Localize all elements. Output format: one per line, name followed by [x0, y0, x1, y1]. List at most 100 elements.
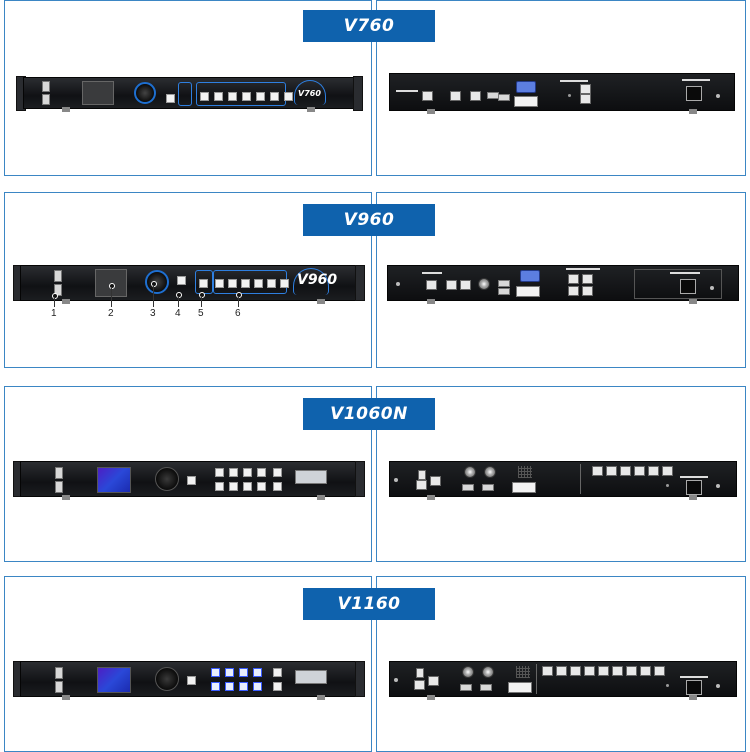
function-button[interactable] — [273, 682, 282, 691]
source-button[interactable] — [214, 92, 223, 101]
bnc-connector — [482, 666, 494, 678]
brand-arc — [293, 268, 329, 295]
hdmi-port — [460, 684, 472, 691]
source-button[interactable] — [280, 279, 289, 288]
row-v1060n: V1060N — [0, 386, 750, 564]
rear-panel-v1060n — [376, 386, 746, 562]
rotary-knob[interactable] — [155, 467, 179, 491]
function-button[interactable] — [225, 668, 234, 677]
callout-marker — [236, 292, 242, 298]
function-button[interactable] — [215, 482, 224, 491]
source-button[interactable] — [256, 92, 265, 101]
function-button[interactable] — [273, 468, 282, 477]
function-button[interactable] — [211, 682, 220, 691]
function-button[interactable] — [257, 482, 266, 491]
function-button[interactable] — [225, 682, 234, 691]
source-button[interactable] — [228, 92, 237, 101]
usb-port — [416, 668, 424, 678]
source-button[interactable] — [254, 279, 263, 288]
function-button[interactable] — [273, 482, 282, 491]
source-button[interactable] — [284, 92, 293, 101]
source-button[interactable] — [215, 279, 224, 288]
indicator-led — [568, 94, 571, 97]
indicator-led — [666, 684, 669, 687]
usb-port — [42, 94, 50, 105]
rubber-foot — [317, 695, 325, 700]
callout-marker — [151, 281, 157, 287]
output-ethernet-port — [580, 84, 591, 94]
function-button[interactable] — [253, 668, 262, 677]
output-ethernet-port — [634, 466, 645, 476]
menu-button[interactable] — [166, 94, 175, 103]
function-button[interactable] — [243, 482, 252, 491]
dvi-port — [516, 286, 540, 297]
source-button[interactable] — [241, 279, 250, 288]
source-button[interactable] — [242, 92, 251, 101]
vent-grille — [518, 466, 532, 478]
usb-b-port — [428, 676, 439, 686]
usb-port — [55, 681, 63, 693]
output-ethernet-port — [626, 666, 637, 676]
rubber-foot — [317, 299, 325, 304]
ground-screw — [716, 484, 720, 488]
function-button[interactable] — [215, 468, 224, 477]
source-button[interactable] — [228, 279, 237, 288]
device-front-v1160 — [20, 661, 358, 697]
device-front-v960: V960 — [20, 265, 358, 301]
source-button[interactable] — [270, 92, 279, 101]
output-ethernet-port — [592, 466, 603, 476]
rubber-foot — [62, 695, 70, 700]
rubber-foot — [62, 299, 70, 304]
function-button[interactable] — [253, 682, 262, 691]
function-button[interactable] — [273, 668, 282, 677]
menu-button[interactable] — [187, 476, 196, 485]
hdmi-port — [498, 280, 510, 287]
row-v960: V960 1 2 3 4 5 6 — [0, 192, 750, 370]
function-button[interactable] — [243, 468, 252, 477]
power-label-strip — [670, 272, 700, 274]
dvi-port — [508, 682, 532, 693]
hdmi-port — [462, 484, 474, 491]
menu-button[interactable] — [187, 676, 196, 685]
callout-line — [54, 297, 55, 307]
output-ethernet-port — [598, 666, 609, 676]
vga-port — [516, 81, 536, 93]
usb-port — [418, 470, 426, 480]
rubber-foot — [427, 299, 435, 304]
callout-line — [111, 287, 112, 307]
rotary-knob[interactable] — [134, 82, 156, 104]
function-button[interactable] — [239, 682, 248, 691]
menu-button[interactable] — [177, 276, 186, 285]
rubber-foot — [689, 109, 697, 114]
output-ethernet-port — [582, 286, 593, 296]
callout-number: 6 — [235, 308, 241, 319]
rack-ear-right — [355, 461, 365, 497]
function-button[interactable] — [211, 668, 220, 677]
source-button[interactable] — [200, 92, 209, 101]
color-lcd-screen — [97, 667, 131, 693]
function-button[interactable] — [229, 482, 238, 491]
port-label-strip — [560, 80, 588, 82]
chassis-screw — [396, 282, 400, 286]
rotary-knob[interactable] — [145, 270, 169, 294]
rotary-knob[interactable] — [155, 667, 179, 691]
power-socket — [680, 279, 696, 294]
ethernet-port — [426, 280, 437, 290]
output-ethernet-port — [648, 466, 659, 476]
hdmi-port — [498, 288, 510, 295]
ethernet-port — [470, 91, 481, 101]
divider — [580, 464, 581, 494]
vent-grille — [516, 666, 530, 678]
callout-number: 3 — [150, 308, 156, 319]
function-button[interactable] — [229, 468, 238, 477]
usb-b-port — [430, 476, 441, 486]
output-ethernet-port — [556, 666, 567, 676]
device-rear-v960 — [387, 265, 739, 301]
control-button[interactable] — [199, 279, 208, 288]
source-button[interactable] — [267, 279, 276, 288]
function-button[interactable] — [257, 468, 266, 477]
function-button[interactable] — [239, 668, 248, 677]
rubber-foot — [317, 495, 325, 500]
hdmi-port — [498, 94, 510, 101]
bnc-connector — [464, 466, 476, 478]
